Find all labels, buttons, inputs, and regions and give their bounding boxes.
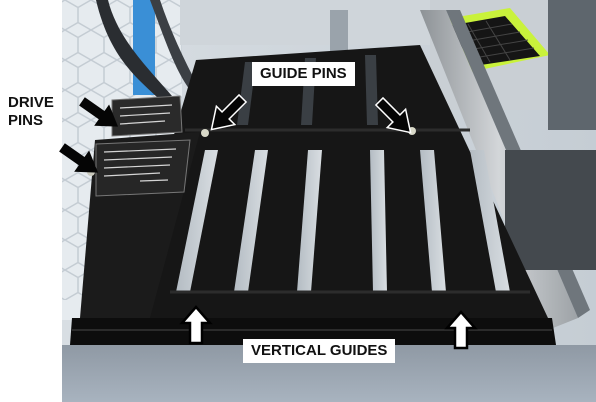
guide-pin-arrow-left bbox=[210, 93, 248, 131]
arrow-outline-icon bbox=[444, 310, 478, 350]
tray-crossbars bbox=[170, 128, 530, 294]
right-dark-block bbox=[505, 150, 596, 270]
top-frame bbox=[180, 0, 430, 45]
guide-pins-label: GUIDE PINS bbox=[252, 62, 355, 86]
vertical-guide-arrow-right bbox=[444, 310, 478, 350]
arrow-icon bbox=[59, 143, 99, 173]
tray-slots bbox=[176, 150, 510, 292]
drive-pin-arrow-lower bbox=[59, 143, 99, 173]
guide-pin-arrow-right bbox=[374, 96, 412, 134]
arrow-icon bbox=[374, 96, 412, 134]
arrow-outline-icon bbox=[179, 305, 213, 345]
arrow-icon bbox=[79, 97, 119, 127]
cable-bundle bbox=[96, 0, 172, 100]
arrow-icon bbox=[210, 93, 248, 131]
guide-pin-left bbox=[201, 129, 209, 137]
vertical-guide-arrow-left bbox=[179, 305, 213, 345]
drive-pin-bracket-lower bbox=[95, 139, 191, 197]
drive-pins-label: DRIVE PINS bbox=[8, 94, 54, 129]
drive-pin-arrow-upper bbox=[79, 97, 119, 127]
vertical-guides-label: VERTICAL GUIDES bbox=[243, 339, 396, 363]
